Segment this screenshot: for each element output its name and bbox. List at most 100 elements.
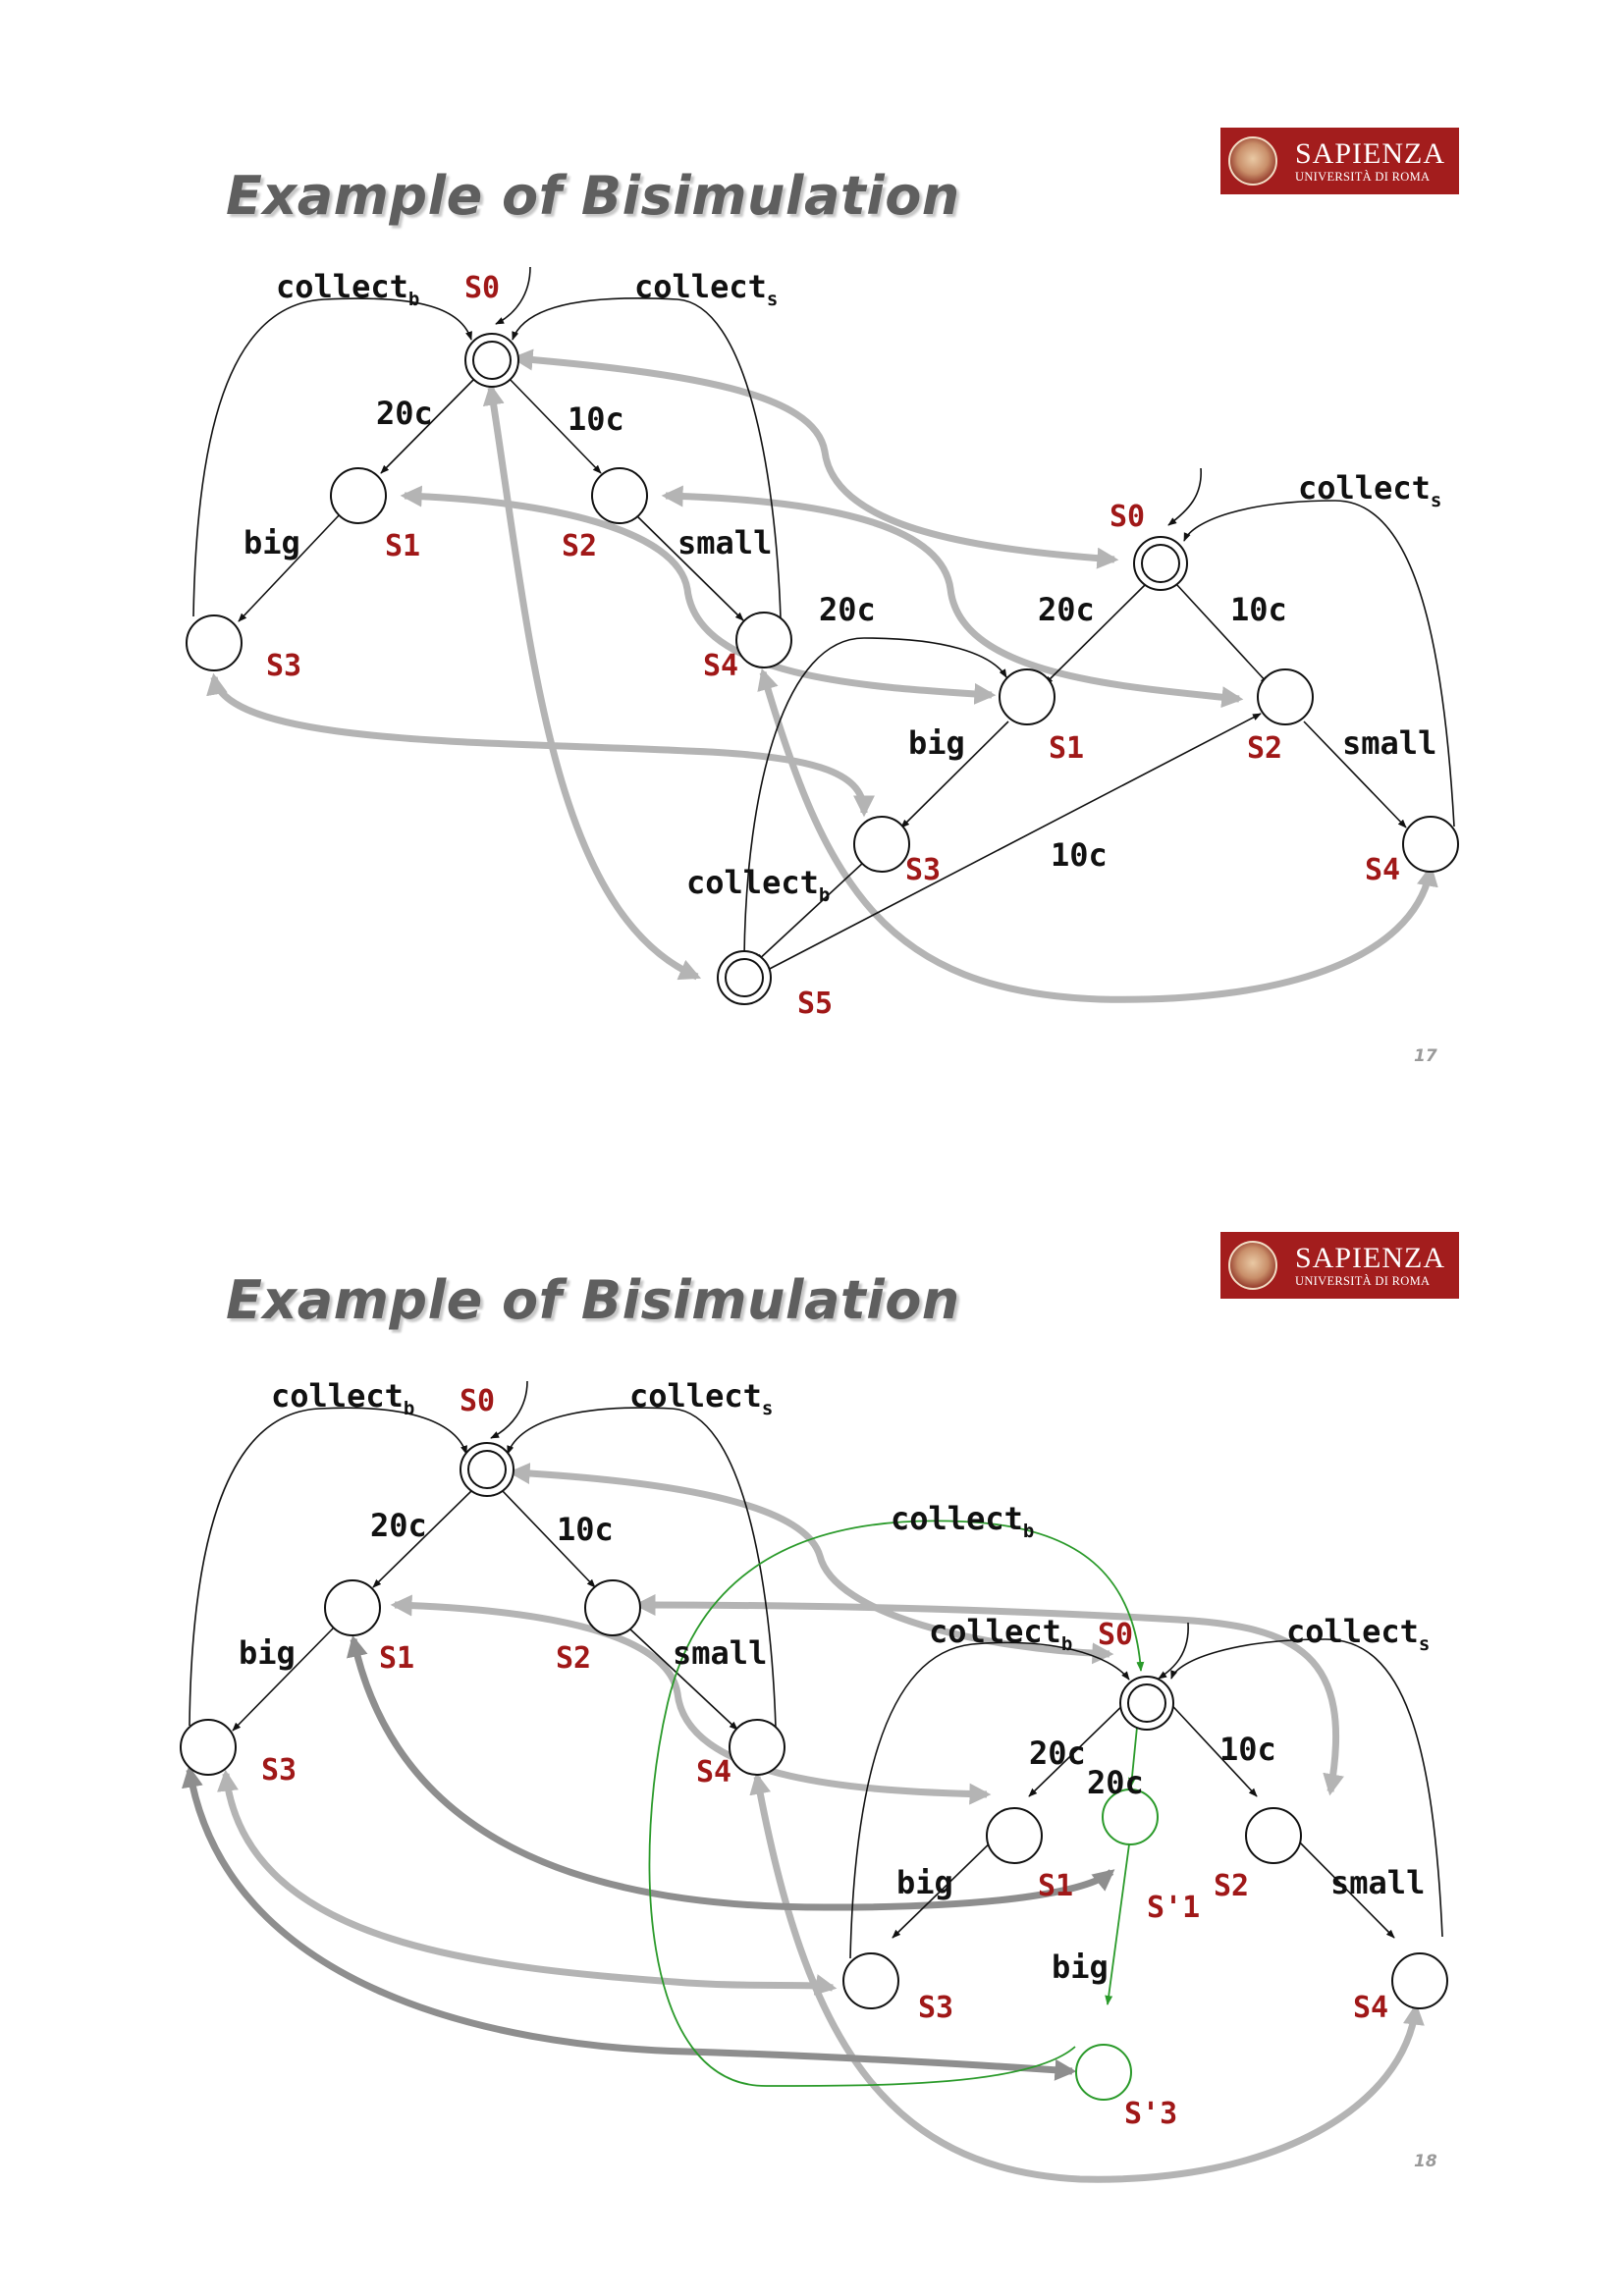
sapienza-logo: SAPIENZA UNIVERSITÀ DI ROMA <box>1220 128 1459 194</box>
svg-text:collectb: collectb <box>891 1500 1034 1542</box>
slide-18: Example of Bisimulation SAPIENZA UNIVERS… <box>0 1104 1624 2214</box>
relation-s1-s1-prime <box>346 1634 1115 1911</box>
state-label-s3: S3 <box>918 1991 953 2025</box>
edge-label-collect-s: collect <box>634 268 767 305</box>
state-label-s1: S1 <box>1049 731 1084 766</box>
relation-s0-s0 <box>511 348 1119 569</box>
logo-subtitle: UNIVERSITÀ DI ROMA <box>1295 1274 1431 1288</box>
state-node-s3 <box>842 1952 899 2009</box>
edge-label-collect-b: collect <box>929 1613 1061 1650</box>
state-label-s2: S2 <box>562 529 597 563</box>
edge-label-big: big <box>908 724 965 762</box>
svg-text:collectb: collectb <box>929 1613 1072 1655</box>
right-machine-edges <box>743 467 1455 973</box>
bisimulation-relation <box>206 348 1438 1003</box>
state-label-s0: S0 <box>1110 500 1145 534</box>
state-label-s3: S3 <box>905 853 941 887</box>
svg-text:collectb: collectb <box>686 864 830 906</box>
state-node-s-prime-1 <box>1102 1789 1159 1845</box>
state-label-s4: S4 <box>703 649 738 683</box>
edge-label-10c: 10c <box>1219 1731 1276 1768</box>
state-node-s4 <box>1391 1952 1448 2009</box>
page-number: 18 <box>1414 2152 1437 2171</box>
svg-text:collects: collects <box>1298 469 1441 511</box>
state-label-s4: S4 <box>1365 853 1400 887</box>
state-node-s1 <box>330 467 387 524</box>
edge-label-10c: 10c <box>1051 836 1108 874</box>
edge-label-20c: 20c <box>1087 1764 1144 1801</box>
state-node-s2 <box>584 1579 641 1636</box>
edge-label-big: big <box>896 1864 953 1901</box>
left-machine-labels: collectb collects 20c 10c big small S0 S… <box>244 268 778 683</box>
edge-label-20c: 20c <box>370 1507 427 1544</box>
edge-label-collect-s: collect <box>629 1377 762 1415</box>
right-machine-states <box>842 1676 1448 2101</box>
svg-text:collects: collects <box>1286 1613 1430 1655</box>
edge-label-collect-b: collect <box>686 864 819 901</box>
edge-label-20c: 20c <box>376 395 433 432</box>
edge-label-big: big <box>239 1634 296 1672</box>
page-number: 17 <box>1414 1046 1437 1066</box>
right-machine-labels: collectb collectb collects 20c 20c 10c b… <box>891 1500 1430 2131</box>
bisimulation-relation <box>182 1463 1425 2183</box>
state-label-s0: S0 <box>460 1384 495 1418</box>
bisimulation-diagram-18: collectb collects 20c 10c big small S0 S… <box>180 1377 1448 2183</box>
slide-title: Example of Bisimulation <box>226 165 960 227</box>
state-node-s3 <box>186 614 243 671</box>
state-node-s1 <box>324 1579 381 1636</box>
edge-label-20c: 20c <box>1029 1735 1086 1772</box>
edge-label-20c: 20c <box>1038 591 1095 628</box>
edge-label-collect-b: collect <box>271 1377 404 1415</box>
state-node-s2 <box>591 467 648 524</box>
edge-label-small: small <box>1342 724 1436 762</box>
edge-label-20c: 20c <box>819 591 876 628</box>
logo-name: SAPIENZA <box>1295 1242 1446 1274</box>
edge-label-10c: 10c <box>568 400 624 438</box>
state-label-s3: S3 <box>266 649 301 683</box>
edge-label-collect-b-green: collect <box>891 1500 1023 1537</box>
state-label-s-prime-1: S'1 <box>1147 1891 1200 1925</box>
edge-label-collect-s: collect <box>1286 1613 1419 1650</box>
edge-label-small: small <box>677 524 772 561</box>
state-label-s0: S0 <box>1098 1618 1133 1652</box>
left-machine-states <box>180 1442 785 1776</box>
state-node-s4 <box>1402 816 1459 873</box>
left-machine-edges <box>189 1380 777 1732</box>
left-machine-labels: collectb collects 20c 10c big small S0 S… <box>239 1377 773 1789</box>
state-node-s4 <box>729 1719 785 1776</box>
relation-s0-s5 <box>482 383 702 981</box>
relation-s4-s4 <box>757 667 1438 1003</box>
edge-label-collect-s: collect <box>1298 469 1431 507</box>
svg-text:collectb: collectb <box>276 268 419 310</box>
state-node-s2 <box>1245 1807 1302 1864</box>
logo-name: SAPIENZA <box>1295 137 1446 170</box>
left-machine-edges <box>192 266 782 622</box>
state-node-s-prime-3 <box>1075 2044 1132 2101</box>
right-machine-states <box>717 536 1459 1005</box>
state-node-s4 <box>735 612 792 668</box>
state-label-s4: S4 <box>1353 1991 1388 2025</box>
university-seal-icon <box>1228 1241 1277 1290</box>
edge-label-small: small <box>1330 1864 1425 1901</box>
state-label-s3: S3 <box>261 1753 297 1788</box>
state-node-s2 <box>1257 668 1314 725</box>
state-label-s-prime-3: S'3 <box>1124 2097 1177 2131</box>
logo-subtitle: UNIVERSITÀ DI ROMA <box>1295 170 1431 184</box>
university-seal-icon <box>1228 136 1277 186</box>
edge-label-10c: 10c <box>1230 591 1287 628</box>
bisimulation-diagram-17: collectb collects 20c 10c big small S0 S… <box>186 266 1459 1021</box>
state-node-s3 <box>180 1719 237 1776</box>
state-label-s2: S2 <box>1214 1869 1249 1903</box>
right-machine-edges <box>849 1622 1443 1959</box>
edge-label-small: small <box>673 1634 767 1672</box>
svg-text:collectb: collectb <box>271 1377 414 1419</box>
state-label-s1: S1 <box>379 1641 414 1676</box>
state-label-s2: S2 <box>556 1641 591 1676</box>
slide-title: Example of Bisimulation <box>226 1269 960 1331</box>
relation-s3-s3-prime <box>182 1765 1077 2081</box>
state-label-s4: S4 <box>696 1755 731 1789</box>
svg-text:collects: collects <box>634 268 778 310</box>
edge-label-10c: 10c <box>557 1511 614 1548</box>
state-label-s1: S1 <box>385 529 420 563</box>
edge-label-big: big <box>244 524 300 561</box>
